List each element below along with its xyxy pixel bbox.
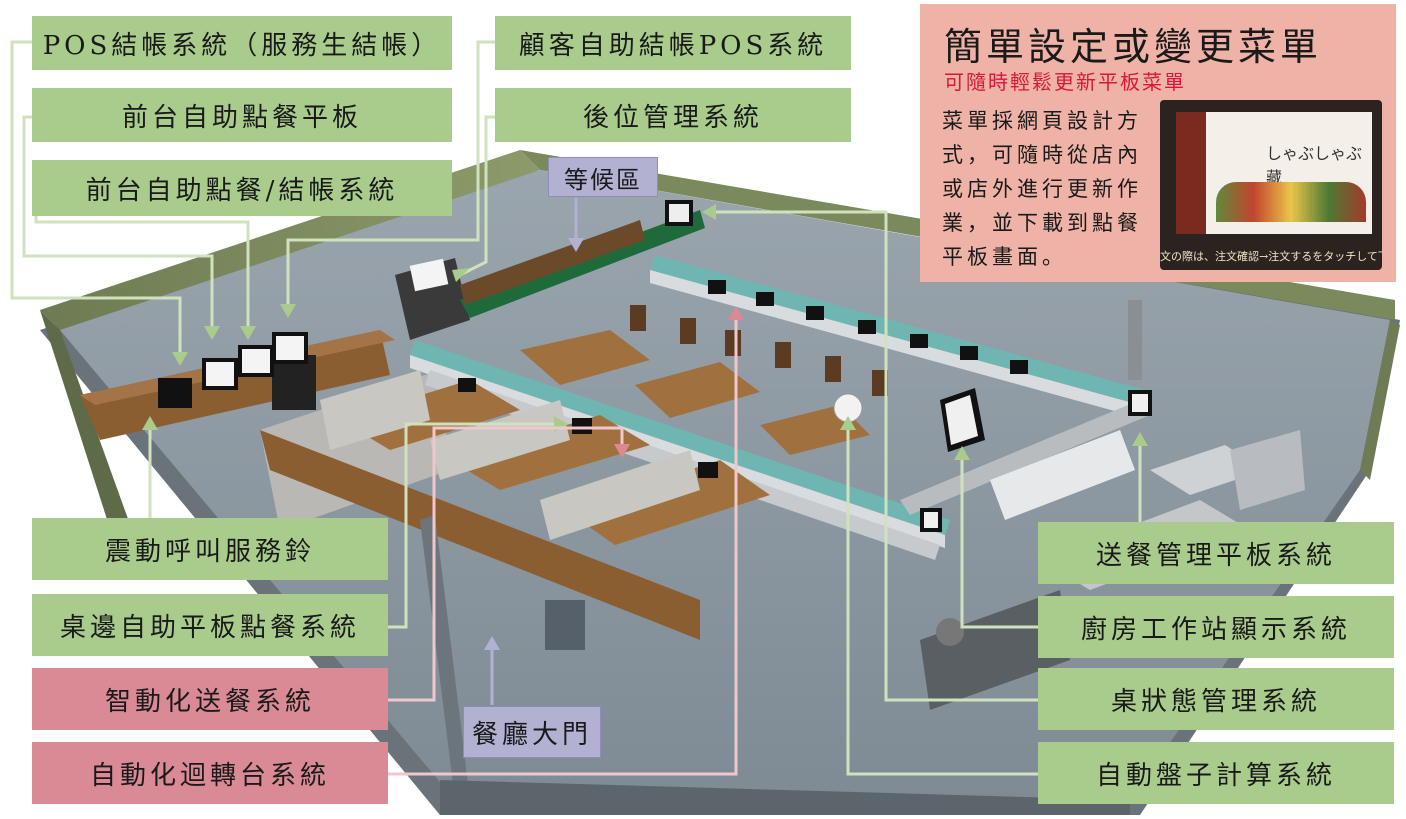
label-pos-waiter: POS結帳系統（服務生結帳） <box>32 16 452 70</box>
connector-kitchen-display <box>960 458 1038 629</box>
left-outer-wall <box>40 310 150 580</box>
cash-register <box>272 355 316 410</box>
table-5 <box>635 362 760 418</box>
connector-backend <box>461 115 495 276</box>
right-wall <box>1360 320 1400 480</box>
menu-info-panel: 簡單設定或變更菜單 可隨時輕鬆更新平板菜單 菜單採網頁設計方式，可隨時從店內或店… <box>920 4 1396 282</box>
tablet-logo: しゃぶしゃぶ藏 <box>1266 144 1363 187</box>
label-front-tablet: 前台自助點餐平板 <box>32 88 452 142</box>
label-self-pos: 顧客自助結帳POS系統 <box>495 16 851 70</box>
label-kitchen-display: 廚房工作站顯示系統 <box>1038 596 1394 658</box>
tablet-caption: 文の際は、注文確認→注文するをタッチして下さ <box>1160 250 1382 263</box>
label-plate-counter: 自動盤子計算系統 <box>1038 742 1394 804</box>
pos-terminal-1 <box>158 378 192 408</box>
label-auto-delivery: 智動化送餐系統 <box>32 668 388 730</box>
info-panel-subtitle: 可隨時輕鬆更新平板菜單 <box>944 70 1186 94</box>
table-3 <box>565 460 770 545</box>
label-table-status: 桌狀態管理系統 <box>1038 668 1394 730</box>
label-vibrating-bell: 震動呼叫服務鈴 <box>32 518 388 580</box>
tablet-photo: しゃぶしゃぶ藏 文の際は、注文確認→注文するをタッチして下さ <box>1160 100 1382 270</box>
info-panel-title: 簡單設定或變更菜單 <box>944 25 1323 69</box>
connector-pos-waiter <box>10 40 182 355</box>
connector-table-status <box>716 210 1038 702</box>
connector-plate-counter <box>846 428 1038 776</box>
label-entrance: 餐廳大門 <box>463 706 601 758</box>
info-panel-body: 菜單採網頁設計方式，可隨時從店內或店外進行更新作業，並下載到點餐平板畫面。 <box>942 109 1142 269</box>
label-backend: 後位管理系統 <box>495 88 851 142</box>
table-2 <box>450 415 650 490</box>
connector-tableside <box>388 422 556 629</box>
label-tableside-tablet: 桌邊自助平板點餐系統 <box>32 594 388 656</box>
tablet-vegetables-image <box>1216 182 1366 222</box>
connector-front-tablet <box>22 115 214 330</box>
table-4 <box>520 330 650 385</box>
tablet-menu-sidebar <box>1176 112 1206 234</box>
connector-auto-delivery <box>388 426 624 702</box>
label-waiting-area: 等候區 <box>548 157 658 197</box>
label-delivery-tablet: 送餐管理平板系統 <box>1038 522 1394 584</box>
tablet-screen: しゃぶしゃぶ藏 <box>1176 112 1372 234</box>
label-front-checkout: 前台自助點餐/結帳系統 <box>32 160 452 216</box>
label-auto-carousel: 自動化迴轉台系統 <box>32 742 388 804</box>
kitchen-counter <box>990 430 1135 520</box>
connector-self-pos <box>286 40 495 308</box>
connector-auto-carousel <box>388 318 738 776</box>
left-conveyor <box>410 340 950 535</box>
